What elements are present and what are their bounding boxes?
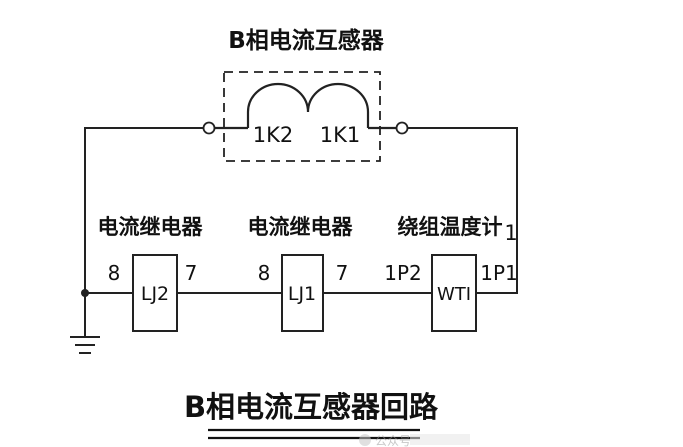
ct-winding [246,82,370,113]
watermark-text: 公众号 [375,434,411,447]
lj1-label: LJ1 [288,283,316,305]
wti-extra-label: 1 [504,221,517,245]
ct-terminal-right-circle [395,121,409,135]
lj1-pin-left: 8 [258,261,271,285]
lj1-box [281,254,324,332]
wti-title: 绕组温度计 [398,215,503,239]
wti-label: WTI [437,284,471,305]
lj2-label: LJ2 [141,283,169,305]
lj1-pin-right: 7 [336,261,349,285]
ground-icon [70,336,100,354]
relay1-title: 电流继电器 [248,215,354,239]
ct-title: B相电流互感器 [228,27,385,54]
wti-box [431,254,477,332]
wti-pin-left: 1P2 [384,261,422,285]
wti-pin-right: 1P1 [480,261,518,285]
ct-terminal-right-label: 1K1 [320,123,361,147]
caption: B相电流互感器回路 [184,390,439,424]
wire-left [84,127,203,293]
ct-enclosure [223,71,381,162]
wire-right [408,127,518,294]
ct-terminal-left-circle [202,121,216,135]
relay2-title: 电流继电器 [98,215,204,239]
lj2-box [132,254,178,332]
lj2-pin-right: 7 [185,261,198,285]
watermark: 公众号 [359,434,470,447]
ct-terminal-left-label: 1K2 [253,123,294,147]
wechat-icon [359,434,371,446]
lj2-pin-left: 8 [108,261,121,285]
